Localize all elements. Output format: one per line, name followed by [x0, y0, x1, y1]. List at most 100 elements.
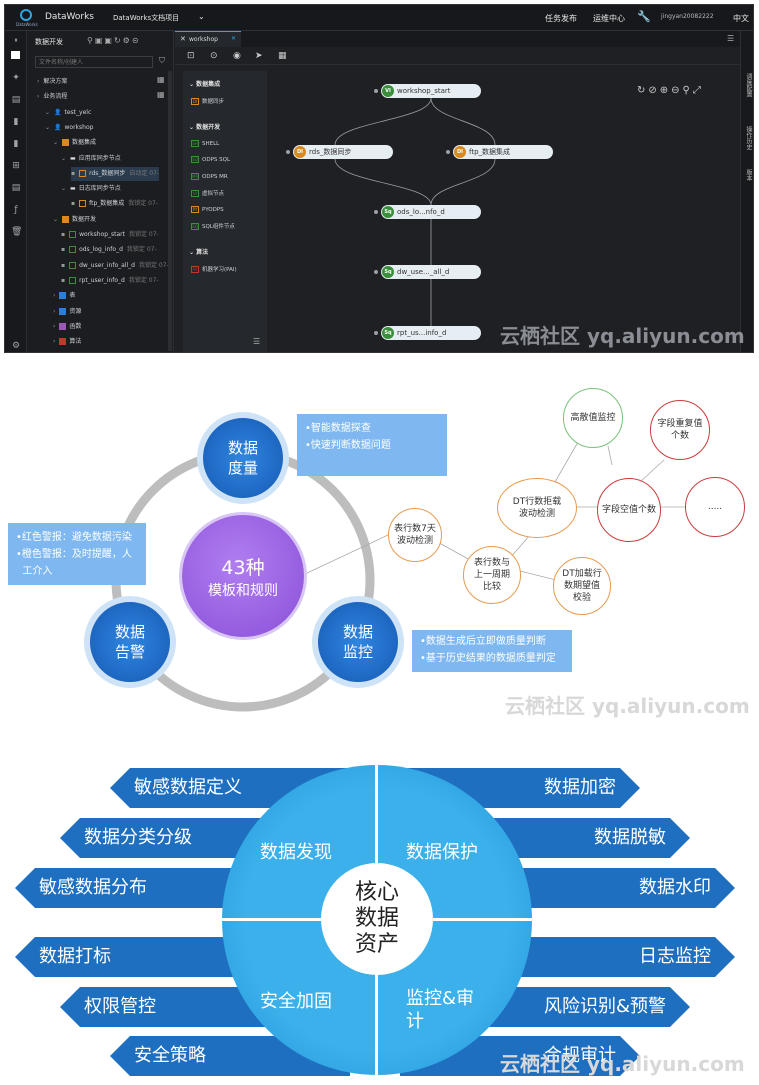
tree-item[interactable]: ›解决方案 — [37, 75, 71, 89]
bullet-icon: ▪ — [61, 261, 66, 269]
query-icon[interactable]: ▤ — [11, 95, 21, 105]
node-type-icon — [59, 322, 67, 330]
tree-item[interactable]: ⌄▬日志库同步节点 — [61, 182, 125, 196]
menu-icon[interactable]: ☰ — [727, 34, 735, 43]
tree-toolbar[interactable]: ⚲▣▣↻⚙⊝ — [87, 36, 141, 45]
tree-item[interactable]: ›算法 — [53, 335, 85, 349]
language-switch[interactable]: 中文 — [733, 14, 749, 23]
ops-link[interactable]: 运维中心 — [593, 14, 625, 23]
deploy-icon[interactable]: ➤ — [255, 51, 263, 61]
flow-node-label: rpt_us...info_d — [397, 329, 447, 337]
chevron-icon[interactable]: › — [53, 322, 56, 330]
canvas-tools[interactable]: ↻⊘⊕⊖⚲⤢ — [637, 85, 704, 96]
palette-section-header[interactable]: ⌄ 数据集成 — [189, 81, 221, 88]
chevron-icon[interactable]: › — [37, 93, 40, 101]
node-port[interactable] — [374, 89, 378, 93]
chevron-icon[interactable]: ⌄ — [45, 108, 51, 116]
function-icon[interactable]: ƒ — [14, 205, 18, 215]
palette-menu-icon[interactable]: ☰ — [253, 337, 261, 346]
palette-section-header[interactable]: ⌄ 数据开发 — [189, 123, 221, 131]
history-tab[interactable]: 操作历史 — [745, 126, 752, 150]
doc-icon[interactable]: ▤ — [11, 183, 21, 193]
add-icon[interactable]: ⊞ — [12, 161, 20, 171]
run-icon[interactable]: ⊙ — [210, 51, 218, 61]
close-icon[interactable]: ✕ — [231, 35, 237, 42]
tab-workshop[interactable]: ✕ workshop ✕ — [175, 31, 241, 47]
chevron-icon[interactable]: ⌄ — [61, 154, 67, 162]
tree-scrollbar[interactable] — [168, 71, 172, 351]
node-port[interactable] — [374, 270, 378, 274]
chevron-icon[interactable]: › — [53, 307, 56, 315]
chevron-icon[interactable]: ⌄ — [61, 185, 67, 193]
component-icon[interactable]: ✦ — [12, 73, 20, 83]
user-name[interactable]: jingyan20082222 — [661, 13, 714, 20]
search-input[interactable]: 文件名称/创建人 — [35, 56, 153, 68]
quadrant-discovery: 数据发现 — [260, 842, 332, 863]
chevron-icon[interactable]: › — [37, 78, 40, 85]
node-port[interactable] — [374, 331, 378, 335]
node-port[interactable] — [286, 150, 290, 154]
submit-icon[interactable]: ⊡ — [187, 51, 195, 61]
chevron-icon[interactable]: ⌄ — [53, 139, 59, 147]
chevron-icon[interactable]: › — [53, 292, 56, 300]
node-port[interactable] — [374, 210, 378, 214]
version-tab[interactable]: 版本 — [745, 169, 752, 181]
chevron-icon[interactable]: › — [53, 338, 56, 346]
schedule-config-tab[interactable]: 调度配置 — [745, 73, 752, 97]
tab-label: workshop — [189, 36, 218, 43]
chevron-icon[interactable]: ⌄ — [45, 123, 51, 131]
clipboard-icon[interactable]: ▮ — [13, 117, 19, 127]
right-arrow-label: 数据水印 — [639, 877, 711, 898]
tree-item[interactable]: ›业务流程 — [37, 90, 71, 104]
tree-item[interactable]: ›资源 — [53, 305, 85, 319]
tree-item[interactable]: ▪ftp_数据集成我锁定 07- — [71, 197, 158, 211]
node-port[interactable] — [446, 150, 450, 154]
palette-section-header[interactable]: ⌄ 算法 — [189, 248, 209, 256]
tree-item[interactable]: ›函数 — [53, 320, 85, 334]
left-arrow-label: 权限管控 — [84, 996, 156, 1017]
tree-item[interactable]: ▪rds_数据同步自动定 07- — [71, 166, 160, 181]
chevron-down-icon[interactable]: ⌄ — [198, 12, 205, 21]
wrench-icon[interactable]: 🔧 — [637, 10, 651, 23]
map-icon[interactable]: ▦ — [278, 51, 287, 61]
project-selector[interactable]: DataWorks文档项目 — [113, 14, 180, 22]
filter-icon[interactable]: ⛉ — [159, 56, 165, 65]
clipboard2-icon[interactable]: ▮ — [13, 139, 19, 149]
dev-icon[interactable] — [11, 51, 20, 59]
publish-link[interactable]: 任务发布 — [545, 14, 577, 23]
tree-item[interactable]: ⌄👤test_yelc — [45, 106, 95, 120]
collapse-icon[interactable]: ⏸ — [14, 36, 18, 44]
chevron-icon[interactable]: ⌄ — [53, 215, 59, 223]
stop-icon[interactable]: ◉ — [233, 51, 241, 61]
grid-icon[interactable]: ▦ — [157, 75, 165, 84]
settings-icon[interactable]: ⚙ — [11, 341, 21, 351]
tree-item[interactable]: ›表 — [53, 289, 79, 303]
tree-item-label: rds_数据同步 — [89, 169, 126, 177]
grid-icon[interactable]: ▦ — [157, 90, 165, 100]
trash-icon[interactable]: 🗑 — [11, 227, 23, 237]
tree-item[interactable]: ⌄▬应用库同步节点 — [61, 152, 125, 166]
tree-item[interactable]: ⌄数据开发 — [53, 213, 100, 227]
tree-item[interactable]: ⌄👤workshop — [45, 121, 97, 135]
app-title: DataWorks — [45, 12, 94, 22]
edge-start-ftp — [430, 97, 496, 146]
tree-item[interactable]: ⌄数据集成 — [53, 136, 100, 150]
